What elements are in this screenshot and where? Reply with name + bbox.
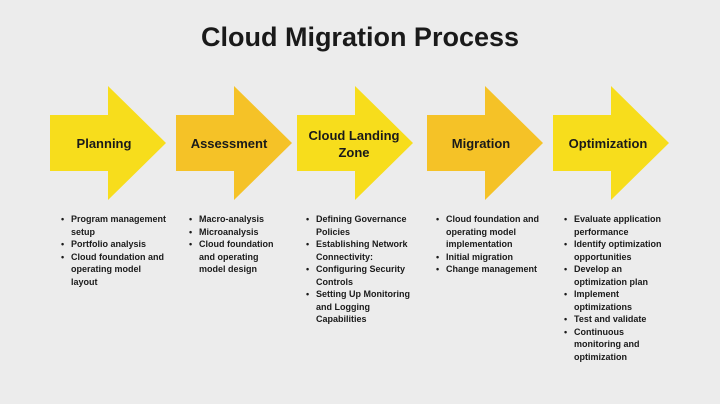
list-item: Test and validate xyxy=(564,313,668,326)
list-item: Cloud foundation and operating model imp… xyxy=(436,213,548,251)
list-item: Macro-analysis xyxy=(189,213,287,226)
arrow-landing-zone xyxy=(297,86,413,200)
list-item: Initial migration xyxy=(436,251,548,264)
list-item: Portfolio analysis xyxy=(61,238,169,251)
assessment-details: Macro-analysis Microanalysis Cloud found… xyxy=(187,213,287,276)
arrow-optimization xyxy=(553,86,669,200)
landing-zone-details: Defining Governance Policies Establishin… xyxy=(304,213,414,326)
list-item: Continuous monitoring and optimization xyxy=(564,326,668,364)
list-item: Cloud foundation and operating model lay… xyxy=(61,251,169,289)
arrow-migration xyxy=(427,86,543,200)
migration-list: Cloud foundation and operating model imp… xyxy=(434,213,548,276)
list-item: Evaluate application performance xyxy=(564,213,668,238)
planning-list: Program management setup Portfolio analy… xyxy=(59,213,169,288)
list-item: Develop an optimization plan xyxy=(564,263,668,288)
list-item: Configuring Security Controls xyxy=(306,263,414,288)
optimization-list: Evaluate application performance Identif… xyxy=(562,213,668,363)
step-label-migration: Migration xyxy=(451,136,511,151)
list-item: Change management xyxy=(436,263,548,276)
list-item: Cloud foundation and operating model des… xyxy=(189,238,287,276)
planning-details: Program management setup Portfolio analy… xyxy=(59,213,169,288)
step-label-landing-zone: Cloud Landing Zone xyxy=(308,128,400,160)
list-item: Microanalysis xyxy=(189,226,287,239)
migration-details: Cloud foundation and operating model imp… xyxy=(434,213,548,276)
step-label-optimization: Optimization xyxy=(568,136,648,151)
step-label-assessment: Assessment xyxy=(190,136,268,151)
landing-zone-list: Defining Governance Policies Establishin… xyxy=(304,213,414,326)
page-title: Cloud Migration Process xyxy=(200,22,520,52)
step-label-planning: Planning xyxy=(76,136,132,151)
list-item: Defining Governance Policies xyxy=(306,213,414,238)
list-item: Establishing Network Connectivity: xyxy=(306,238,414,263)
list-item: Identify optimization opportunities xyxy=(564,238,668,263)
list-item: Setting Up Monitoring and Logging Capabi… xyxy=(306,288,414,326)
list-item: Implement optimizations xyxy=(564,288,668,313)
arrow-planning xyxy=(50,86,166,200)
list-item: Program management setup xyxy=(61,213,169,238)
assessment-list: Macro-analysis Microanalysis Cloud found… xyxy=(187,213,287,276)
optimization-details: Evaluate application performance Identif… xyxy=(562,213,668,363)
arrow-assessment xyxy=(176,86,292,200)
